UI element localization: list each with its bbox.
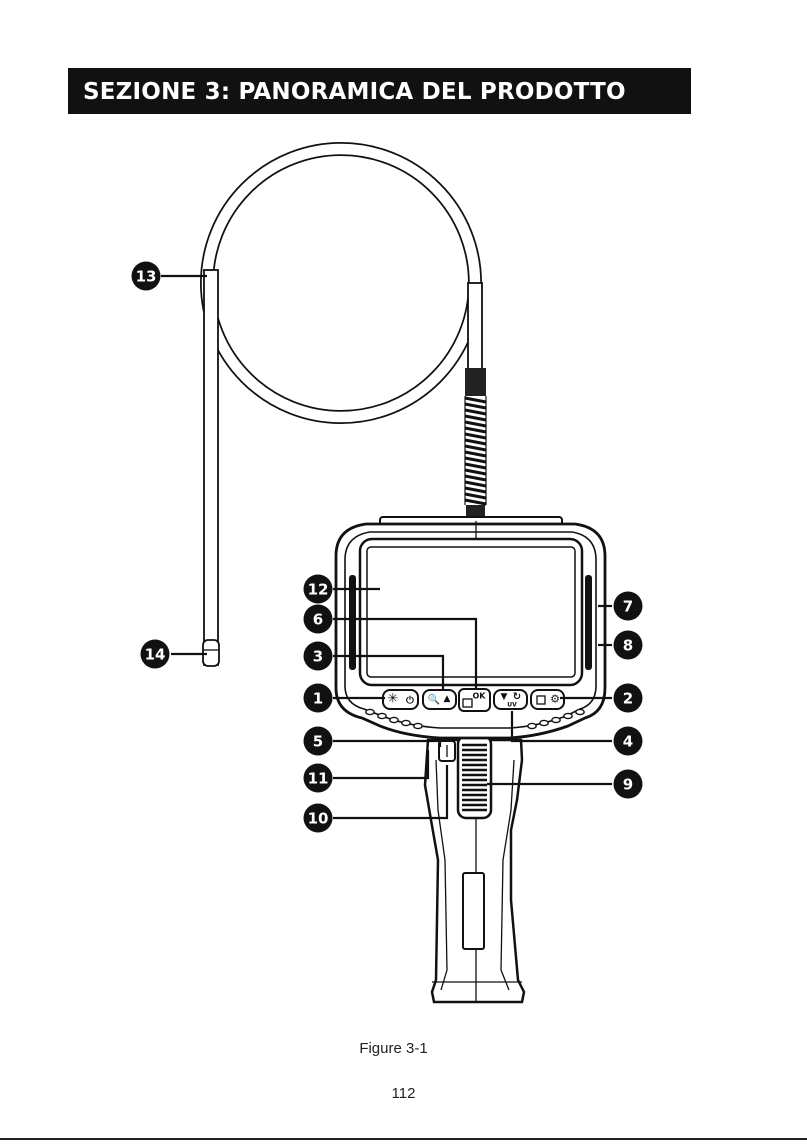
svg-text:9: 9 xyxy=(623,776,633,794)
svg-text:6: 6 xyxy=(313,611,323,629)
svg-text:4: 4 xyxy=(623,733,633,751)
callout-9: 9 xyxy=(614,770,643,799)
svg-text:7: 7 xyxy=(623,598,633,616)
zoom-icon: 🔍 xyxy=(428,693,440,706)
callout-2: 2 xyxy=(614,684,643,713)
svg-text:5: 5 xyxy=(313,733,323,751)
uv-label: UV xyxy=(507,702,517,709)
callout-11: 11 xyxy=(304,764,333,793)
svg-text:12: 12 xyxy=(308,581,329,599)
svg-text:10: 10 xyxy=(308,810,329,828)
svg-text:2: 2 xyxy=(623,690,633,708)
ok-label: OK xyxy=(473,692,487,701)
brightness-icon: ✳ xyxy=(388,692,399,707)
callout-1: 1 xyxy=(304,684,333,713)
callout-7: 7 xyxy=(614,592,643,621)
svg-text:1: 1 xyxy=(313,690,323,708)
callout-5: 5 xyxy=(304,727,333,756)
callout-12: 12 xyxy=(304,575,333,604)
power-icon: ⏻ xyxy=(406,695,414,707)
svg-text:8: 8 xyxy=(623,637,633,655)
svg-text:14: 14 xyxy=(145,646,166,664)
page-number: 112 xyxy=(0,1085,807,1102)
bottom-rule xyxy=(0,1138,807,1140)
device-handle xyxy=(425,736,524,1002)
gear-icon: ⚙ xyxy=(550,693,560,706)
button-panel: ✳ ⏻ 🔍 ▲ OK ▼ ↻ UV ⚙ xyxy=(383,689,564,711)
callout-6: 6 xyxy=(304,605,333,634)
svg-text:3: 3 xyxy=(313,648,323,666)
spring-strain-relief xyxy=(465,368,486,521)
callout-10: 10 xyxy=(304,804,333,833)
figure-caption: Figure 3-1 xyxy=(0,1040,787,1057)
svg-text:11: 11 xyxy=(308,770,329,788)
callout-8: 8 xyxy=(614,631,643,660)
callout-14: 14 xyxy=(141,640,170,669)
lcd-screen xyxy=(367,547,575,677)
callout-13: 13 xyxy=(132,262,161,291)
arrow-down-icon: ▼ xyxy=(501,692,508,702)
callout-3: 3 xyxy=(304,642,333,671)
svg-text:13: 13 xyxy=(136,268,157,286)
callout-4: 4 xyxy=(614,727,643,756)
arrow-up-icon: ▲ xyxy=(444,694,451,704)
